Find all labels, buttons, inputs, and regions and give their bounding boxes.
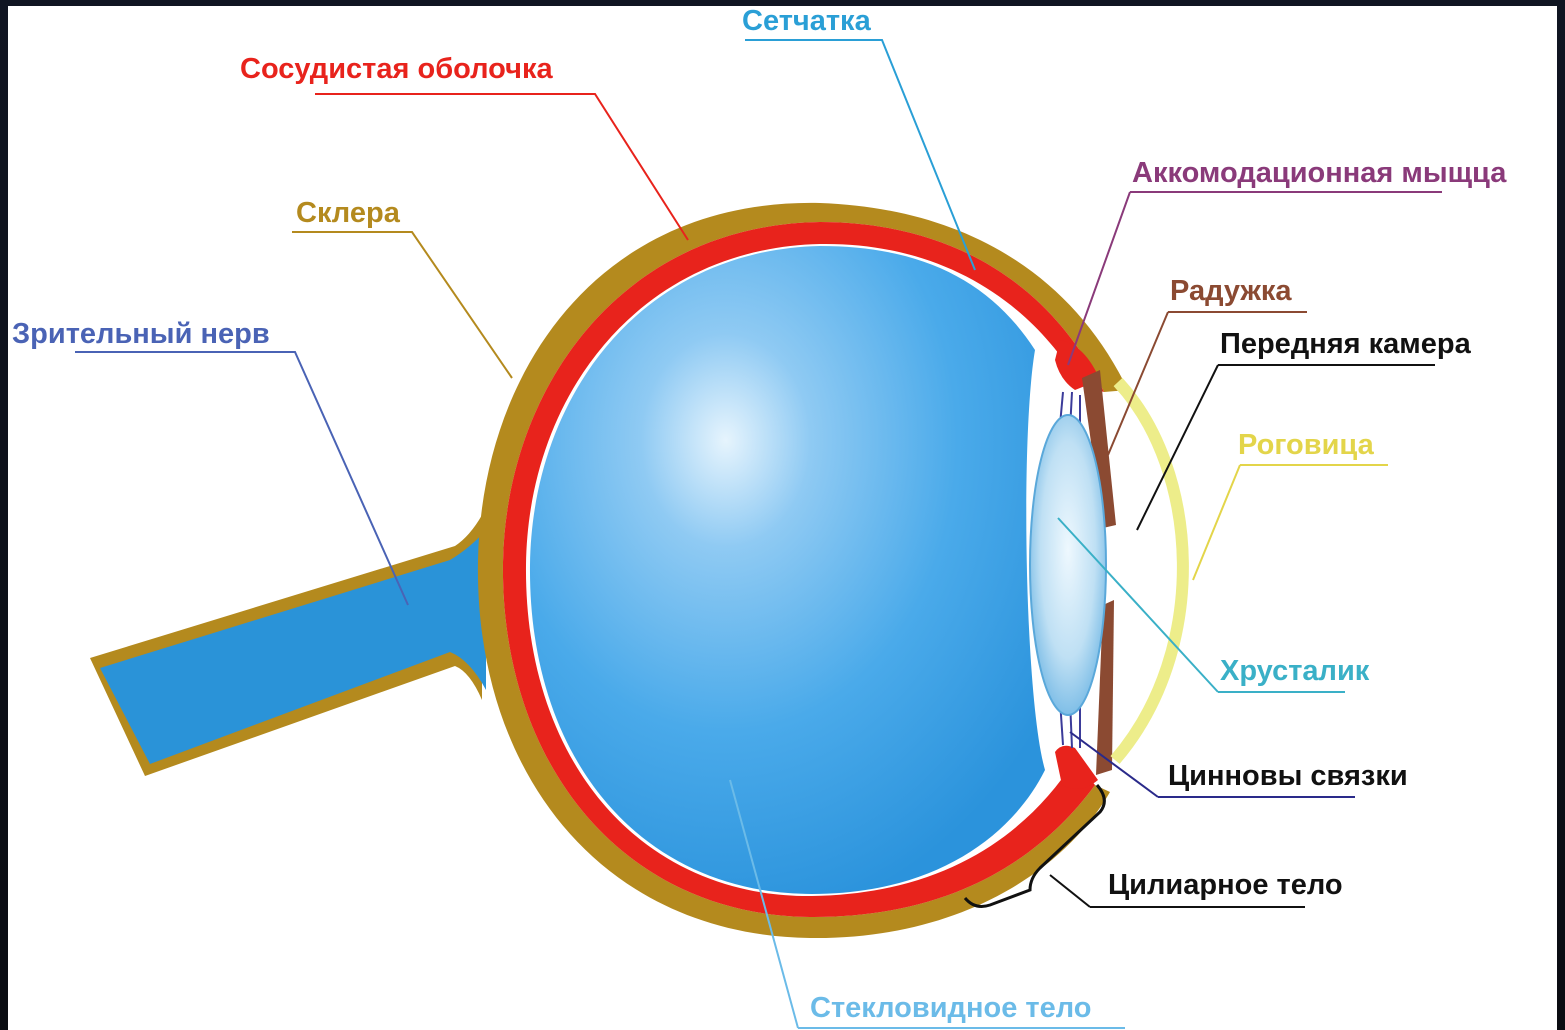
cornea-shape — [1115, 382, 1183, 760]
label-anterior-chamber: Передняя камера — [1220, 328, 1472, 360]
vitreous-body — [530, 246, 1045, 894]
lens-shape — [1030, 415, 1106, 715]
leader-sclera — [292, 232, 512, 378]
label-retina: Сетчатка — [742, 5, 872, 37]
leader-optic-nerve — [75, 352, 408, 605]
label-sclera: Склера — [296, 197, 401, 229]
leader-cornea — [1193, 465, 1388, 580]
label-lens: Хрусталик — [1220, 655, 1370, 687]
label-zonules: Цинновы связки — [1168, 760, 1408, 792]
label-cornea: Роговица — [1238, 429, 1375, 461]
label-choroid: Сосудистая оболочка — [240, 53, 553, 85]
label-iris: Радужка — [1170, 275, 1292, 307]
label-ciliary-body: Цилиарное тело — [1108, 869, 1343, 901]
label-ciliary-muscle: Аккомодационная мыщца — [1132, 157, 1507, 189]
label-vitreous: Стекловидное тело — [810, 992, 1091, 1024]
label-optic-nerve: Зрительный нерв — [12, 318, 270, 350]
